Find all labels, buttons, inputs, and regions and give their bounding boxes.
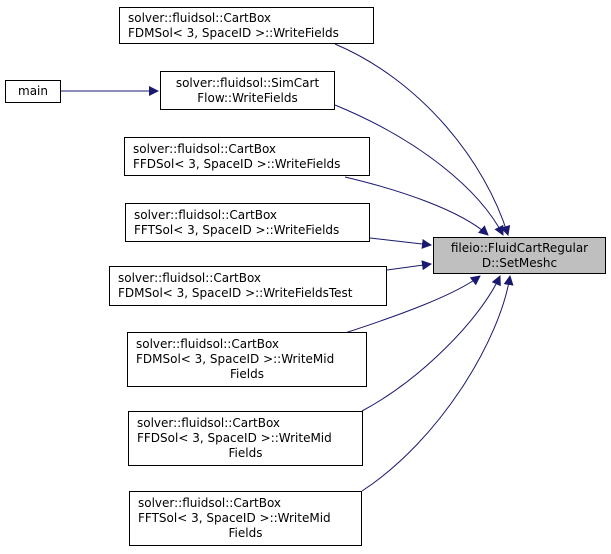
edge-cartbox-fft-writefields-to-target <box>369 237 432 249</box>
node-label-line-2: FDMSol< 3, SpaceID >::WriteMid <box>136 352 335 366</box>
node-label-line-1: solver::fluidsol::CartBox <box>137 416 281 430</box>
node-label-line-2: FDMSol< 3, SpaceID >::WriteFields <box>128 25 339 40</box>
node-label-line-2: D::SetMeshc <box>481 255 558 270</box>
node-label-line-3: Fields <box>228 526 263 540</box>
node-cartbox-ffd-writemidfields[interactable]: solver::fluidsol::CartBox FFDSol< 3, Spa… <box>128 411 363 466</box>
node-label-line-1: solver::fluidsol::SimCart <box>175 75 320 90</box>
node-cartbox-ffd-writefields[interactable]: solver::fluidsol::CartBox FFDSol< 3, Spa… <box>124 137 370 176</box>
edge-cartbox-fdm-writefieldstest-to-target <box>386 260 432 271</box>
node-label-line-1: solver::fluidsol::CartBox <box>134 207 278 222</box>
edge-simcart-to-target <box>334 104 504 236</box>
node-label-line-1: solver::fluidsol::CartBox <box>136 337 280 351</box>
edge-cartbox-ffd-writemidfields-to-target <box>361 275 501 412</box>
node-label-line-1: main <box>18 84 48 98</box>
node-cartbox-fdm-writefieldstest[interactable]: solver::fluidsol::CartBox FDMSol< 3, Spa… <box>109 266 387 306</box>
edge-cartbox-fft-writemidfields-to-target <box>361 275 514 492</box>
node-cartbox-fft-writemidfields[interactable]: solver::fluidsol::CartBox FFTSol< 3, Spa… <box>129 491 362 546</box>
edge-cartbox-fdm-writefields-to-target <box>334 43 511 236</box>
node-label-line-1: solver::fluidsol::CartBox <box>118 271 262 285</box>
node-cartbox-fdm-writemidfields[interactable]: solver::fluidsol::CartBox FDMSol< 3, Spa… <box>127 332 367 387</box>
node-cartbox-fft-writefields[interactable]: solver::fluidsol::CartBox FFTSol< 3, Spa… <box>125 203 370 242</box>
node-label-line-2: FDMSol< 3, SpaceID >::WriteFieldsTest <box>118 286 353 300</box>
node-label-line-1: solver::fluidsol::CartBox <box>133 141 277 156</box>
node-target-setmeshc: fileio::FluidCartRegular D::SetMeshc <box>433 237 606 274</box>
node-cartbox-fdm-writefields[interactable]: solver::fluidsol::CartBox FDMSol< 3, Spa… <box>119 7 374 44</box>
edge-cartbox-ffd-writefields-to-target <box>344 176 489 236</box>
node-label-line-3: Fields <box>228 446 263 460</box>
node-label-line-2: FFDSol< 3, SpaceID >::WriteFields <box>133 156 341 171</box>
node-label-line-2: Flow::WriteFields <box>197 90 298 105</box>
node-label-line-1: fileio::FluidCartRegular <box>450 240 589 255</box>
node-simcart-writefields[interactable]: solver::fluidsol::SimCart Flow::WriteFie… <box>160 71 335 110</box>
node-label-line-2: FFTSol< 3, SpaceID >::WriteMid <box>138 511 331 525</box>
node-label-line-3: Fields <box>230 367 264 381</box>
node-label-line-2: FFTSol< 3, SpaceID >::WriteFields <box>134 222 340 237</box>
node-label-line-1: solver::fluidsol::CartBox <box>138 496 282 510</box>
node-label-line-1: solver::fluidsol::CartBox <box>128 10 272 25</box>
edge-cartbox-fdm-writemidfields-to-target <box>344 275 481 334</box>
node-main[interactable]: main <box>5 80 61 103</box>
node-label-line-2: FFDSol< 3, SpaceID >::WriteMid <box>137 431 332 445</box>
